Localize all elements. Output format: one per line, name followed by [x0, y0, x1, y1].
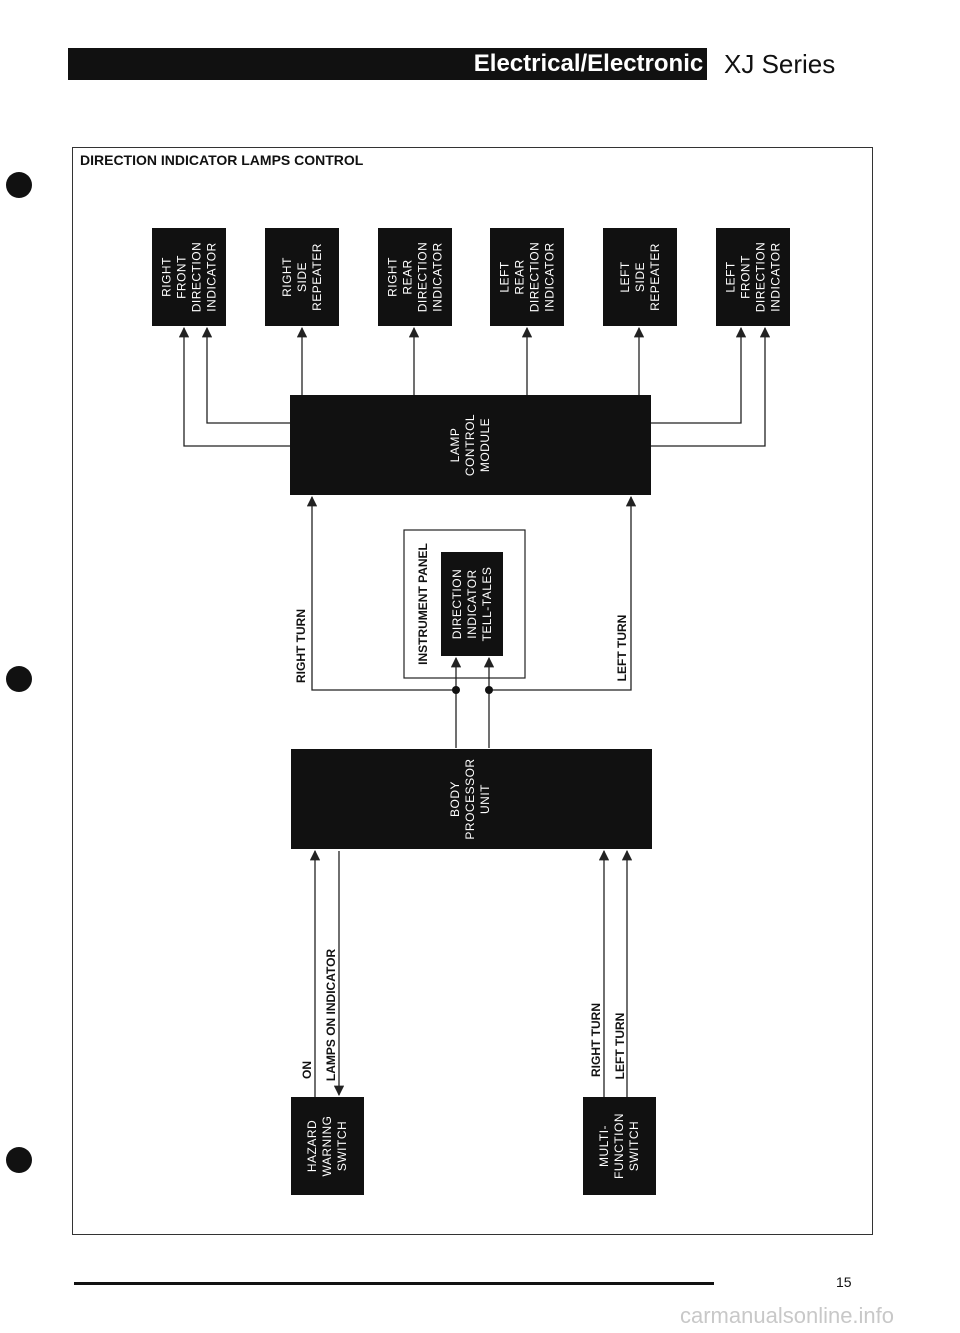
multifunction-switch-label: MULTI-FUNCTIONSWITCH [597, 1113, 641, 1179]
diagram-frame [72, 147, 873, 1235]
block-label-line: REPEATER [310, 243, 324, 311]
block-label-line: INDICATOR [543, 242, 557, 311]
left-turn-lower-label: LEFT TURN [613, 1013, 627, 1080]
lamp-right-side-repeater: RIGHTSIDEREPEATER [265, 228, 339, 326]
block-label-line: PROCESSOR [463, 758, 477, 839]
junction-dot [485, 686, 493, 694]
lamp-control-module: LAMPCONTROLMODULE [290, 395, 651, 495]
block-label-line: INDICATOR [465, 569, 479, 638]
block-label-line: RIGHT [386, 257, 400, 297]
watermark: carmanualsonline.info [680, 1303, 895, 1328]
block-label-line: REAR [401, 259, 415, 294]
block-label-line: FRONT [175, 255, 189, 299]
lamp-rs-label: RIGHTSIDEREPEATER [280, 243, 324, 311]
block-label-line: DIRECTION [190, 242, 204, 313]
body-processor-label: BODYPROCESSORUNIT [448, 758, 492, 839]
lamp-lr-label: LEFTREARDIRECTIONINDICATOR [498, 242, 557, 313]
lamp-ls-label: LEFTSIDEREPEATER [618, 243, 662, 311]
block-label-line: SWITCH [627, 1121, 641, 1171]
lamp-right-rear-indicator: RIGHTREARDIRECTIONINDICATOR [378, 228, 452, 326]
binder-hole [6, 666, 32, 692]
block-label-line: FUNCTION [612, 1113, 626, 1179]
block-label-line: FRONT [739, 255, 753, 299]
block-label-line: MODULE [478, 418, 492, 472]
header-bar [68, 48, 707, 80]
block-label-line: BODY [448, 781, 462, 817]
block-label-line: DIRECTION [754, 242, 768, 313]
binder-hole [6, 1147, 32, 1173]
block-label-line: INDICATOR [431, 242, 445, 311]
instrument-panel: INSTRUMENT PANEL DIRECTIONINDICATORTELL-… [403, 529, 526, 679]
block-label-line: SWITCH [335, 1121, 349, 1171]
block-label-line: MULTI- [597, 1125, 611, 1167]
block-label-line: CONTROL [463, 414, 477, 476]
lamp-rr-label: RIGHTREARDIRECTIONINDICATOR [386, 242, 445, 313]
block-label-line: INDICATOR [769, 242, 783, 311]
block-label-line: SIDE [633, 262, 647, 292]
block-label-line: DIRECTION [450, 569, 464, 640]
junction-dot [452, 686, 460, 694]
body-processor-unit: BODYPROCESSORUNIT [291, 749, 652, 849]
switch-wires [309, 849, 633, 1097]
lamp-wires [178, 326, 771, 447]
block-label-line: UNIT [478, 784, 492, 814]
block-label-line: TELL-TALES [480, 567, 494, 642]
block-label-line: LAMP [448, 428, 462, 463]
right-turn-lower-label: RIGHT TURN [589, 1003, 603, 1077]
lamps-on-indicator-label: LAMPS ON INDICATOR [324, 949, 338, 1082]
block-label-line: DIRECTION [528, 242, 542, 313]
left-turn-upper-label: LEFT TURN [615, 615, 629, 682]
block-label-line: DIRECTION [416, 242, 430, 313]
block-label-line: SIDE [295, 262, 309, 292]
block-label-line: WARNING [320, 1115, 334, 1176]
block-label-line: REAR [513, 259, 527, 294]
page-number: 15 [836, 1274, 852, 1290]
block-label-line: LEFT [498, 261, 512, 293]
block-label-line: REPEATER [648, 243, 662, 311]
series-title: XJ Series [724, 49, 836, 79]
binder-hole [6, 172, 32, 198]
lamp-rf-label: RIGHTFRONTDIRECTIONINDICATOR [160, 242, 219, 313]
block-label-line: RIGHT [280, 257, 294, 297]
block-label-line: RIGHT [160, 257, 174, 297]
diagram-title: DIRECTION INDICATOR LAMPS CONTROL [80, 152, 364, 168]
lamp-control-module-label: LAMPCONTROLMODULE [448, 414, 492, 476]
instrument-panel-label: INSTRUMENT PANEL [416, 543, 430, 665]
block-label-line: INDICATOR [205, 242, 219, 311]
hazard-warning-switch: HAZARDWARNINGSWITCH [291, 1097, 364, 1195]
lamp-left-front-indicator: LEFTFRONTDIRECTIONINDICATOR [716, 228, 790, 326]
footer-rule [74, 1282, 714, 1285]
lamp-lf-label: LEFTFRONTDIRECTIONINDICATOR [724, 242, 783, 313]
multi-function-switch: MULTI-FUNCTIONSWITCH [583, 1097, 656, 1195]
lamp-left-rear-indicator: LEFTREARDIRECTIONINDICATOR [490, 228, 564, 326]
turn-signal-wires [306, 495, 637, 748]
block-label-line: LEFT [618, 261, 632, 293]
lamp-right-front-indicator: RIGHTFRONTDIRECTIONINDICATOR [152, 228, 226, 326]
block-label-line: HAZARD [305, 1120, 319, 1172]
block-label-line: LEFT [724, 261, 738, 293]
lamp-left-side-repeater: LEFTSIDEREPEATER [603, 228, 677, 326]
right-turn-upper-label: RIGHT TURN [294, 609, 308, 683]
section-title: Electrical/Electronic [473, 50, 704, 77]
tell-tales-label: DIRECTIONINDICATORTELL-TALES [450, 567, 494, 642]
hazard-switch-label: HAZARDWARNINGSWITCH [305, 1115, 349, 1176]
on-label: ON [300, 1061, 314, 1079]
